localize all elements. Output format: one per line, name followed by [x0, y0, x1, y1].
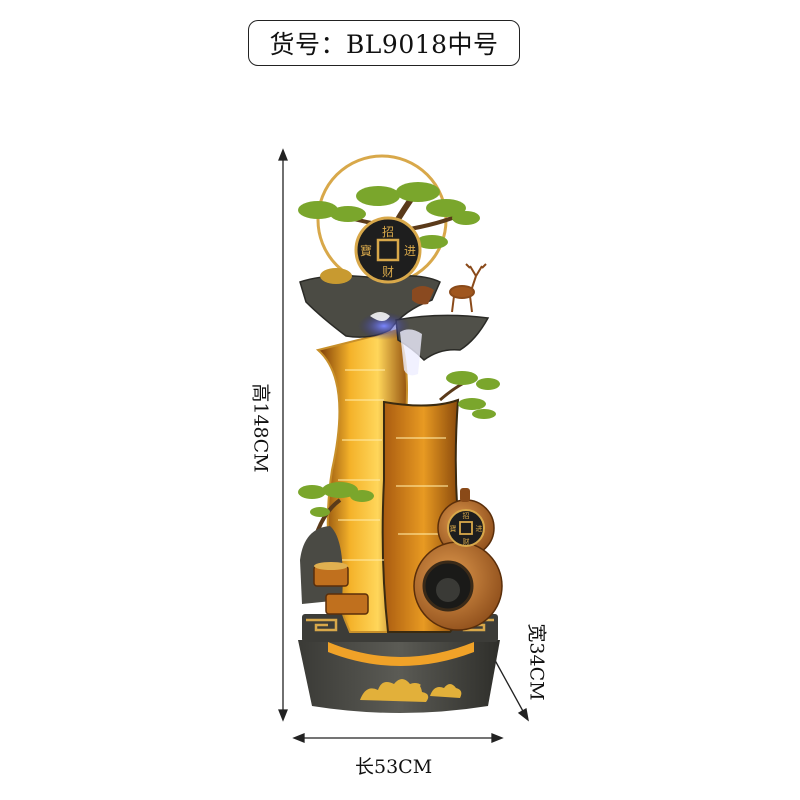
deer-figurine — [449, 263, 487, 313]
lucky-coin-gourd: 招 进 财 寶 — [447, 509, 485, 547]
length-arrow — [292, 733, 504, 743]
width-dimension-label: 宽34CM — [525, 623, 548, 701]
coin-top-char-bottom: 财 — [382, 265, 394, 279]
coin-gourd-char-left: 寶 — [450, 524, 457, 533]
coin-gourd-char-bottom: 财 — [463, 537, 470, 546]
treasure-bowls — [313, 562, 369, 615]
rock-top — [299, 268, 490, 376]
coin-gourd-char-top: 招 — [463, 511, 470, 520]
product-code-text: 货号：BL9018中号 — [269, 30, 499, 59]
coin-top-char-right: 进 — [404, 244, 416, 258]
height-dimension-label: 高148CM — [249, 383, 272, 473]
height-arrow — [278, 148, 288, 722]
coin-gourd-char-right: 进 — [476, 525, 483, 533]
coin-top-char-top: 招 — [382, 225, 394, 239]
lucky-coin-top: 招 进 财 寶 — [354, 216, 422, 284]
length-dimension-label: 长53CM — [355, 756, 433, 778]
coin-top-char-left: 寶 — [360, 243, 372, 258]
product-code-label: 货号：BL9018中号 — [248, 20, 520, 66]
pine-tree-right — [439, 371, 500, 419]
